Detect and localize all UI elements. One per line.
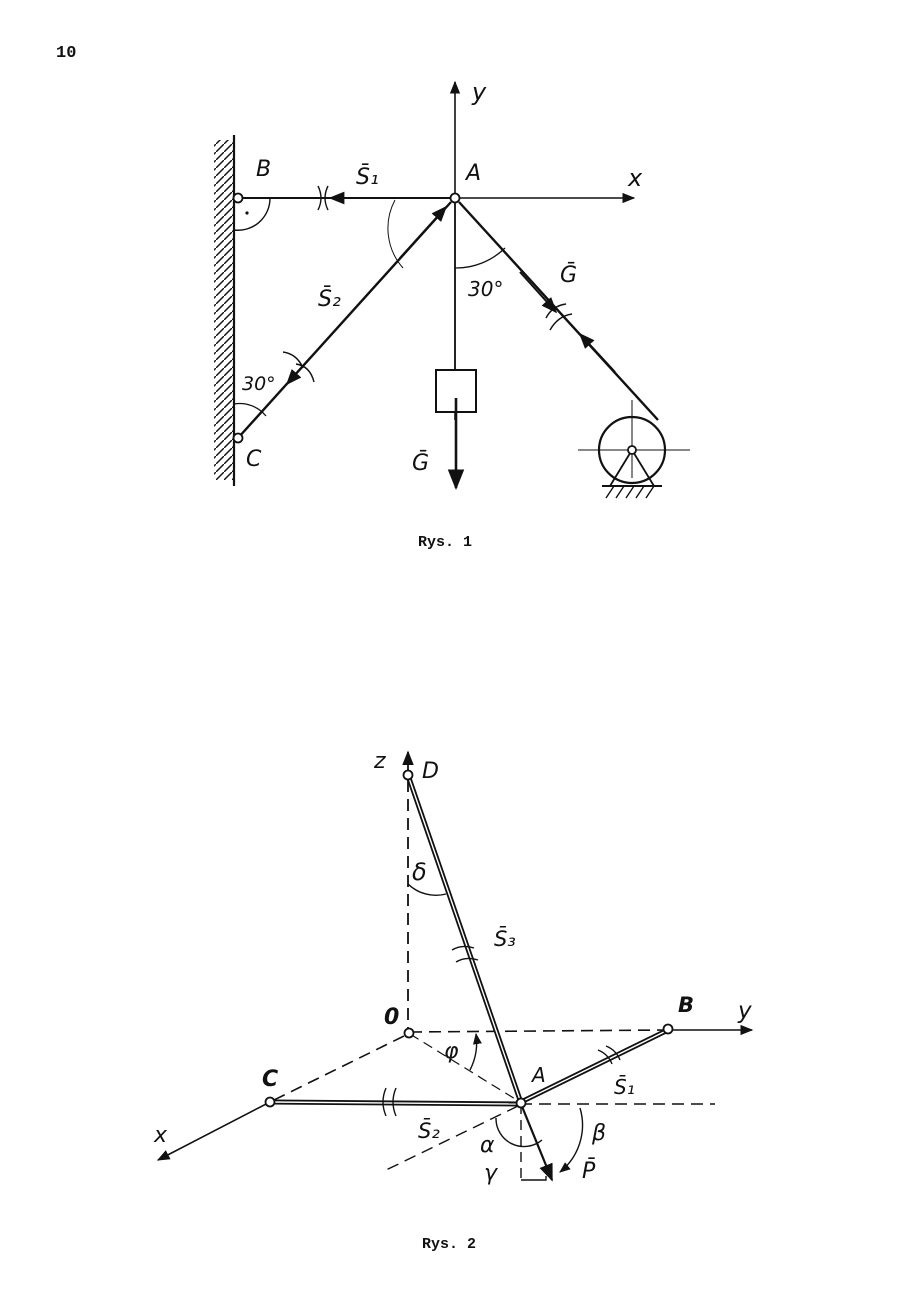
label-gamma: γ — [484, 1161, 498, 1186]
angle-30-arc — [454, 247, 506, 269]
label-angle-c: 30° — [242, 373, 276, 395]
label-delta: δ — [412, 858, 427, 886]
label-s1: S̄₁ — [614, 1074, 635, 1099]
label-c: C — [262, 1067, 278, 1092]
label-b: B — [678, 993, 694, 1017]
label-z: z — [373, 749, 386, 774]
bar-ad-inner — [408, 777, 521, 1101]
s2-arrow-up — [399, 205, 448, 259]
label-beta: β — [591, 1121, 606, 1146]
x-axis-tip — [156, 1101, 271, 1161]
joint-c — [232, 432, 244, 444]
joint-o — [403, 1027, 415, 1039]
label-x: x — [627, 164, 643, 192]
right-angle-b — [233, 197, 271, 231]
figure-2: z D δ S̄₃ 0 φ B y A S̄₁ C S̄₂ x α γ β P̄ — [153, 749, 754, 1186]
label-g-weight: Ḡ — [412, 450, 429, 476]
pulley-wheel — [597, 415, 667, 485]
oa-dashed — [409, 1033, 521, 1103]
s2-cut-mark — [282, 351, 315, 383]
dot-b — [245, 211, 249, 215]
joint-d — [402, 769, 414, 781]
g-arrow-down — [519, 271, 558, 314]
joint-c — [264, 1096, 276, 1108]
s3-cut-mark — [451, 945, 479, 963]
label-d: D — [422, 759, 439, 784]
label-p: P̄ — [582, 1158, 596, 1184]
page-number: 10 — [56, 44, 77, 63]
rope-g — [458, 201, 659, 421]
label-b: B — [256, 157, 271, 182]
label-y: y — [471, 78, 487, 106]
bar-ac-inner — [269, 1101, 521, 1105]
label-alpha: α — [480, 1133, 495, 1158]
label-s2: S̄₂ — [418, 1118, 440, 1143]
bar-ab-inner — [520, 1029, 669, 1103]
label-s3: S̄₃ — [494, 926, 516, 951]
pulley-hub — [627, 445, 637, 455]
joint-a — [515, 1097, 527, 1109]
gamma-box — [521, 1176, 547, 1181]
joint-b — [232, 192, 244, 204]
g-cut-mark — [545, 303, 573, 331]
a-parallel-x-dashed — [381, 1105, 519, 1173]
label-g-rope: Ḡ — [560, 262, 577, 288]
phi-arc — [469, 1032, 482, 1071]
label-a: A — [464, 161, 481, 186]
wall-hatching — [214, 140, 234, 480]
label-phi: φ — [444, 1039, 459, 1064]
label-angle-a: 30° — [468, 277, 503, 301]
label-c: C — [246, 447, 262, 472]
g-arrow-up — [578, 332, 616, 373]
force-p-arrow — [519, 1103, 554, 1182]
joint-a — [449, 192, 461, 204]
label-x: x — [153, 1123, 168, 1148]
figure-1-caption: Rys. 1 — [418, 534, 473, 551]
pulley-base-hatch — [605, 485, 655, 499]
figure-1: y x A B C S̄₁ S̄₂ Ḡ Ḡ 30° 30° — [214, 78, 690, 499]
y-axis-dashed — [409, 1029, 669, 1033]
delta-arc — [407, 883, 447, 897]
label-a: A — [530, 1063, 546, 1087]
s1-cut-mark — [317, 185, 329, 211]
beta-arc — [559, 1107, 584, 1173]
label-o: 0 — [384, 1005, 399, 1030]
s1-cut-mark — [597, 1045, 621, 1065]
angle-a-arc — [387, 199, 404, 269]
joint-b — [662, 1023, 674, 1035]
s2-cut-mark — [382, 1087, 397, 1117]
figure-2-caption: Rys. 2 — [422, 1236, 477, 1253]
label-y: y — [737, 998, 752, 1024]
label-s1: S̄₁ — [356, 164, 379, 190]
alpha-arc — [495, 1117, 543, 1148]
label-s2: S̄₂ — [318, 286, 341, 312]
x-axis-dashed — [269, 1035, 405, 1103]
angle-c-arc — [233, 402, 267, 417]
s2-arrow-down — [285, 357, 311, 386]
